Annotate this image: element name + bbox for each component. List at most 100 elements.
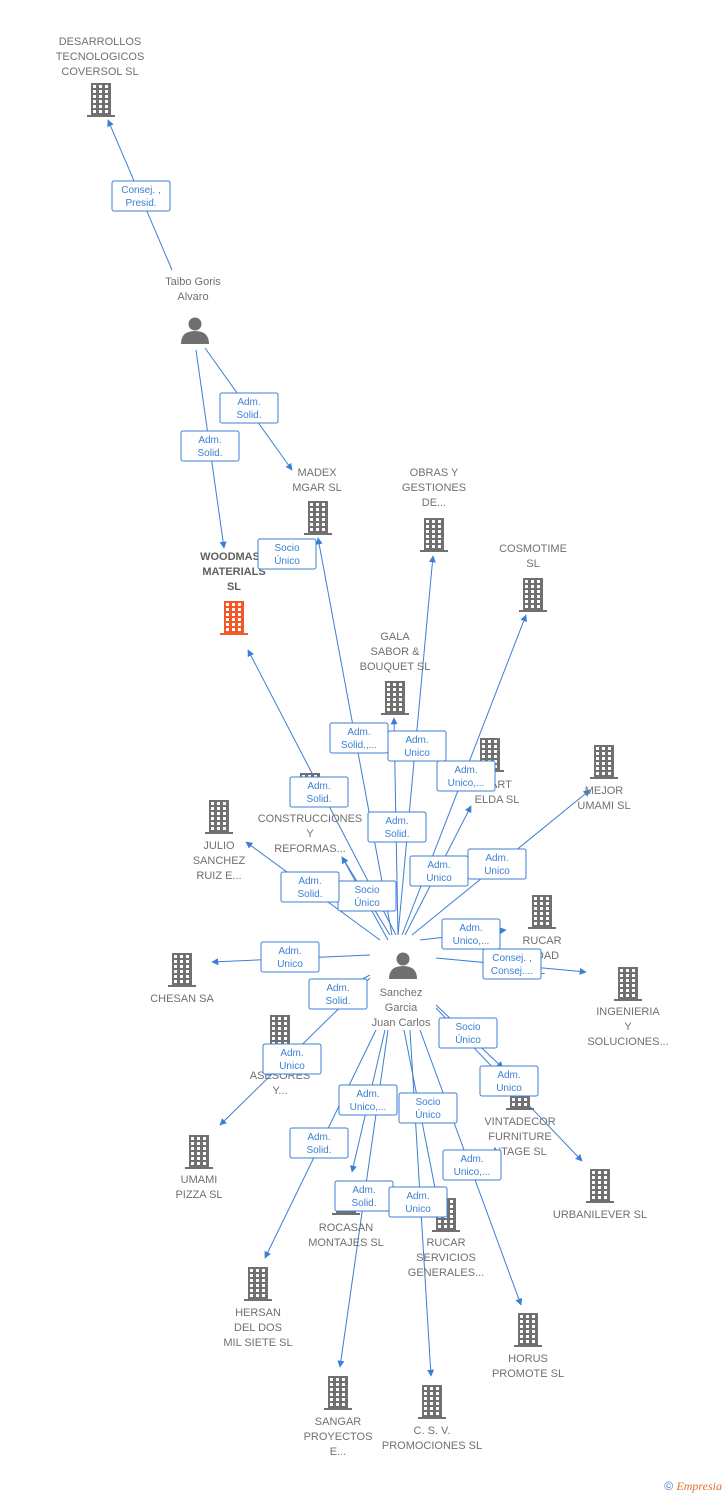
node-label-line: Garcia [385,1002,418,1014]
edge-label-line: Socio [354,885,379,896]
edge-label-box[interactable]: Adm.Unico [387,730,447,762]
node-label-line: SABOR & [371,646,421,658]
edge-label-line: Unico,... [448,778,485,789]
edge-label-line: Adm. [485,853,508,864]
edge-label-box[interactable]: Adm. Unico,... [338,1084,398,1116]
edge-label-line: Unico [426,873,452,884]
edge-label-box[interactable]: Adm.Solid. [289,776,349,808]
edge-label-box[interactable]: Adm.Solid. [280,871,340,903]
building-icon [205,800,233,834]
building-icon [220,601,248,635]
edge-label-box[interactable]: Adm.Solid. [308,978,368,1010]
edge-label-line: Único [415,1108,441,1121]
edge-label-box[interactable]: Adm.Solid.,... [329,722,389,754]
node-label-line: REFORMAS... [274,843,346,855]
edge-label-line: Adm. [307,1132,330,1143]
edge-label-box[interactable]: Adm.Unico,... [441,918,501,950]
edge-label-box[interactable]: Consej. ,Consej.... [482,948,542,980]
edge-label-box[interactable]: Adm.Unico,... [436,760,496,792]
edge-label-line: Unico,... [350,1102,387,1113]
edge-label-box[interactable]: Consej. ,Presid. [111,180,171,212]
building-icon [590,745,618,779]
node-label-line: C. S. V. [414,1425,451,1437]
edge-label-text: Adm.Solid. [306,1132,331,1156]
person-icon [181,317,209,344]
edge-label-box[interactable]: Adm.Unico [479,1065,539,1097]
edge-label-line: Consej. , [492,953,531,964]
edge-label-box[interactable]: Adm.Unico [262,1043,322,1075]
edge-label-line: Solid. [351,1198,376,1209]
node-label-line: MONTAJES SL [308,1237,384,1249]
edge-label-box[interactable]: Adm.Solid. [289,1127,349,1159]
node-csv[interactable]: C. S. V.PROMOCIONES SL [382,1385,482,1452]
node-label-line: PROMOTE SL [492,1368,564,1380]
node-label-line: CHESAN SA [150,993,214,1005]
edge-label-text: Consej. ,Presid. [121,185,160,209]
node-label-line: NTAGE SL [493,1146,547,1158]
edge-label-text: Adm.Solid.,... [341,727,377,751]
node-urbanilever[interactable]: URBANILEVER SL [553,1169,647,1221]
node-label: URBANILEVER SL [553,1209,647,1221]
edge-label-box[interactable]: Adm.Unico [388,1186,448,1218]
edge-label-line: Unico [484,866,510,877]
edge-label-box[interactable]: Adm.Solid. [219,392,279,424]
node-label-line: MATERIALS [202,566,265,578]
edge-label-line: Adm. [307,781,330,792]
edge-label-line: Único [274,554,300,567]
edge-label-box[interactable]: Adm.Solid. [367,811,427,843]
edge-label-box[interactable]: Adm.Solid. [334,1180,394,1212]
edge-label-box[interactable]: Adm.Solid. [180,430,240,462]
node-label-line: FURNITURE [488,1131,552,1143]
edge-label-line: Adm. [278,946,301,957]
node-label-line: TECNOLOGICOS [56,51,145,63]
building-icon [514,1313,542,1347]
person-icon [389,952,417,979]
edge-label-text: Adm.Solid. [236,397,261,421]
building-icon [324,1376,352,1410]
edge-label-line: Adm. [356,1089,379,1100]
node-label-line: MEJOR [585,785,624,797]
edge-label-text: Adm.Unico [405,1191,431,1215]
node-chesan[interactable]: CHESAN SA [150,953,214,1005]
edge-label-text: Adm.Solid. [306,781,331,805]
node-label-line: MGAR SL [292,482,342,494]
edge-label-line: Adm. [459,923,482,934]
edge-label-line: Adm. [405,735,428,746]
edge-label-box[interactable]: Adm.Unico [409,855,469,887]
node-label-line: JULIO [203,840,235,852]
node-label-line: Y [306,828,314,840]
node-label-line: PIZZA SL [175,1189,222,1201]
node-label-line: ELDA SL [475,794,520,806]
edge-label-line: Adm. [406,1191,429,1202]
edge-label-box[interactable]: Adm.Unico [260,941,320,973]
edge-label-box[interactable]: Adm.Unico,... [442,1149,502,1181]
edge-label-box[interactable]: Adm. Unico [467,848,527,880]
footer-brand[interactable]: © Empresia [664,1479,722,1494]
